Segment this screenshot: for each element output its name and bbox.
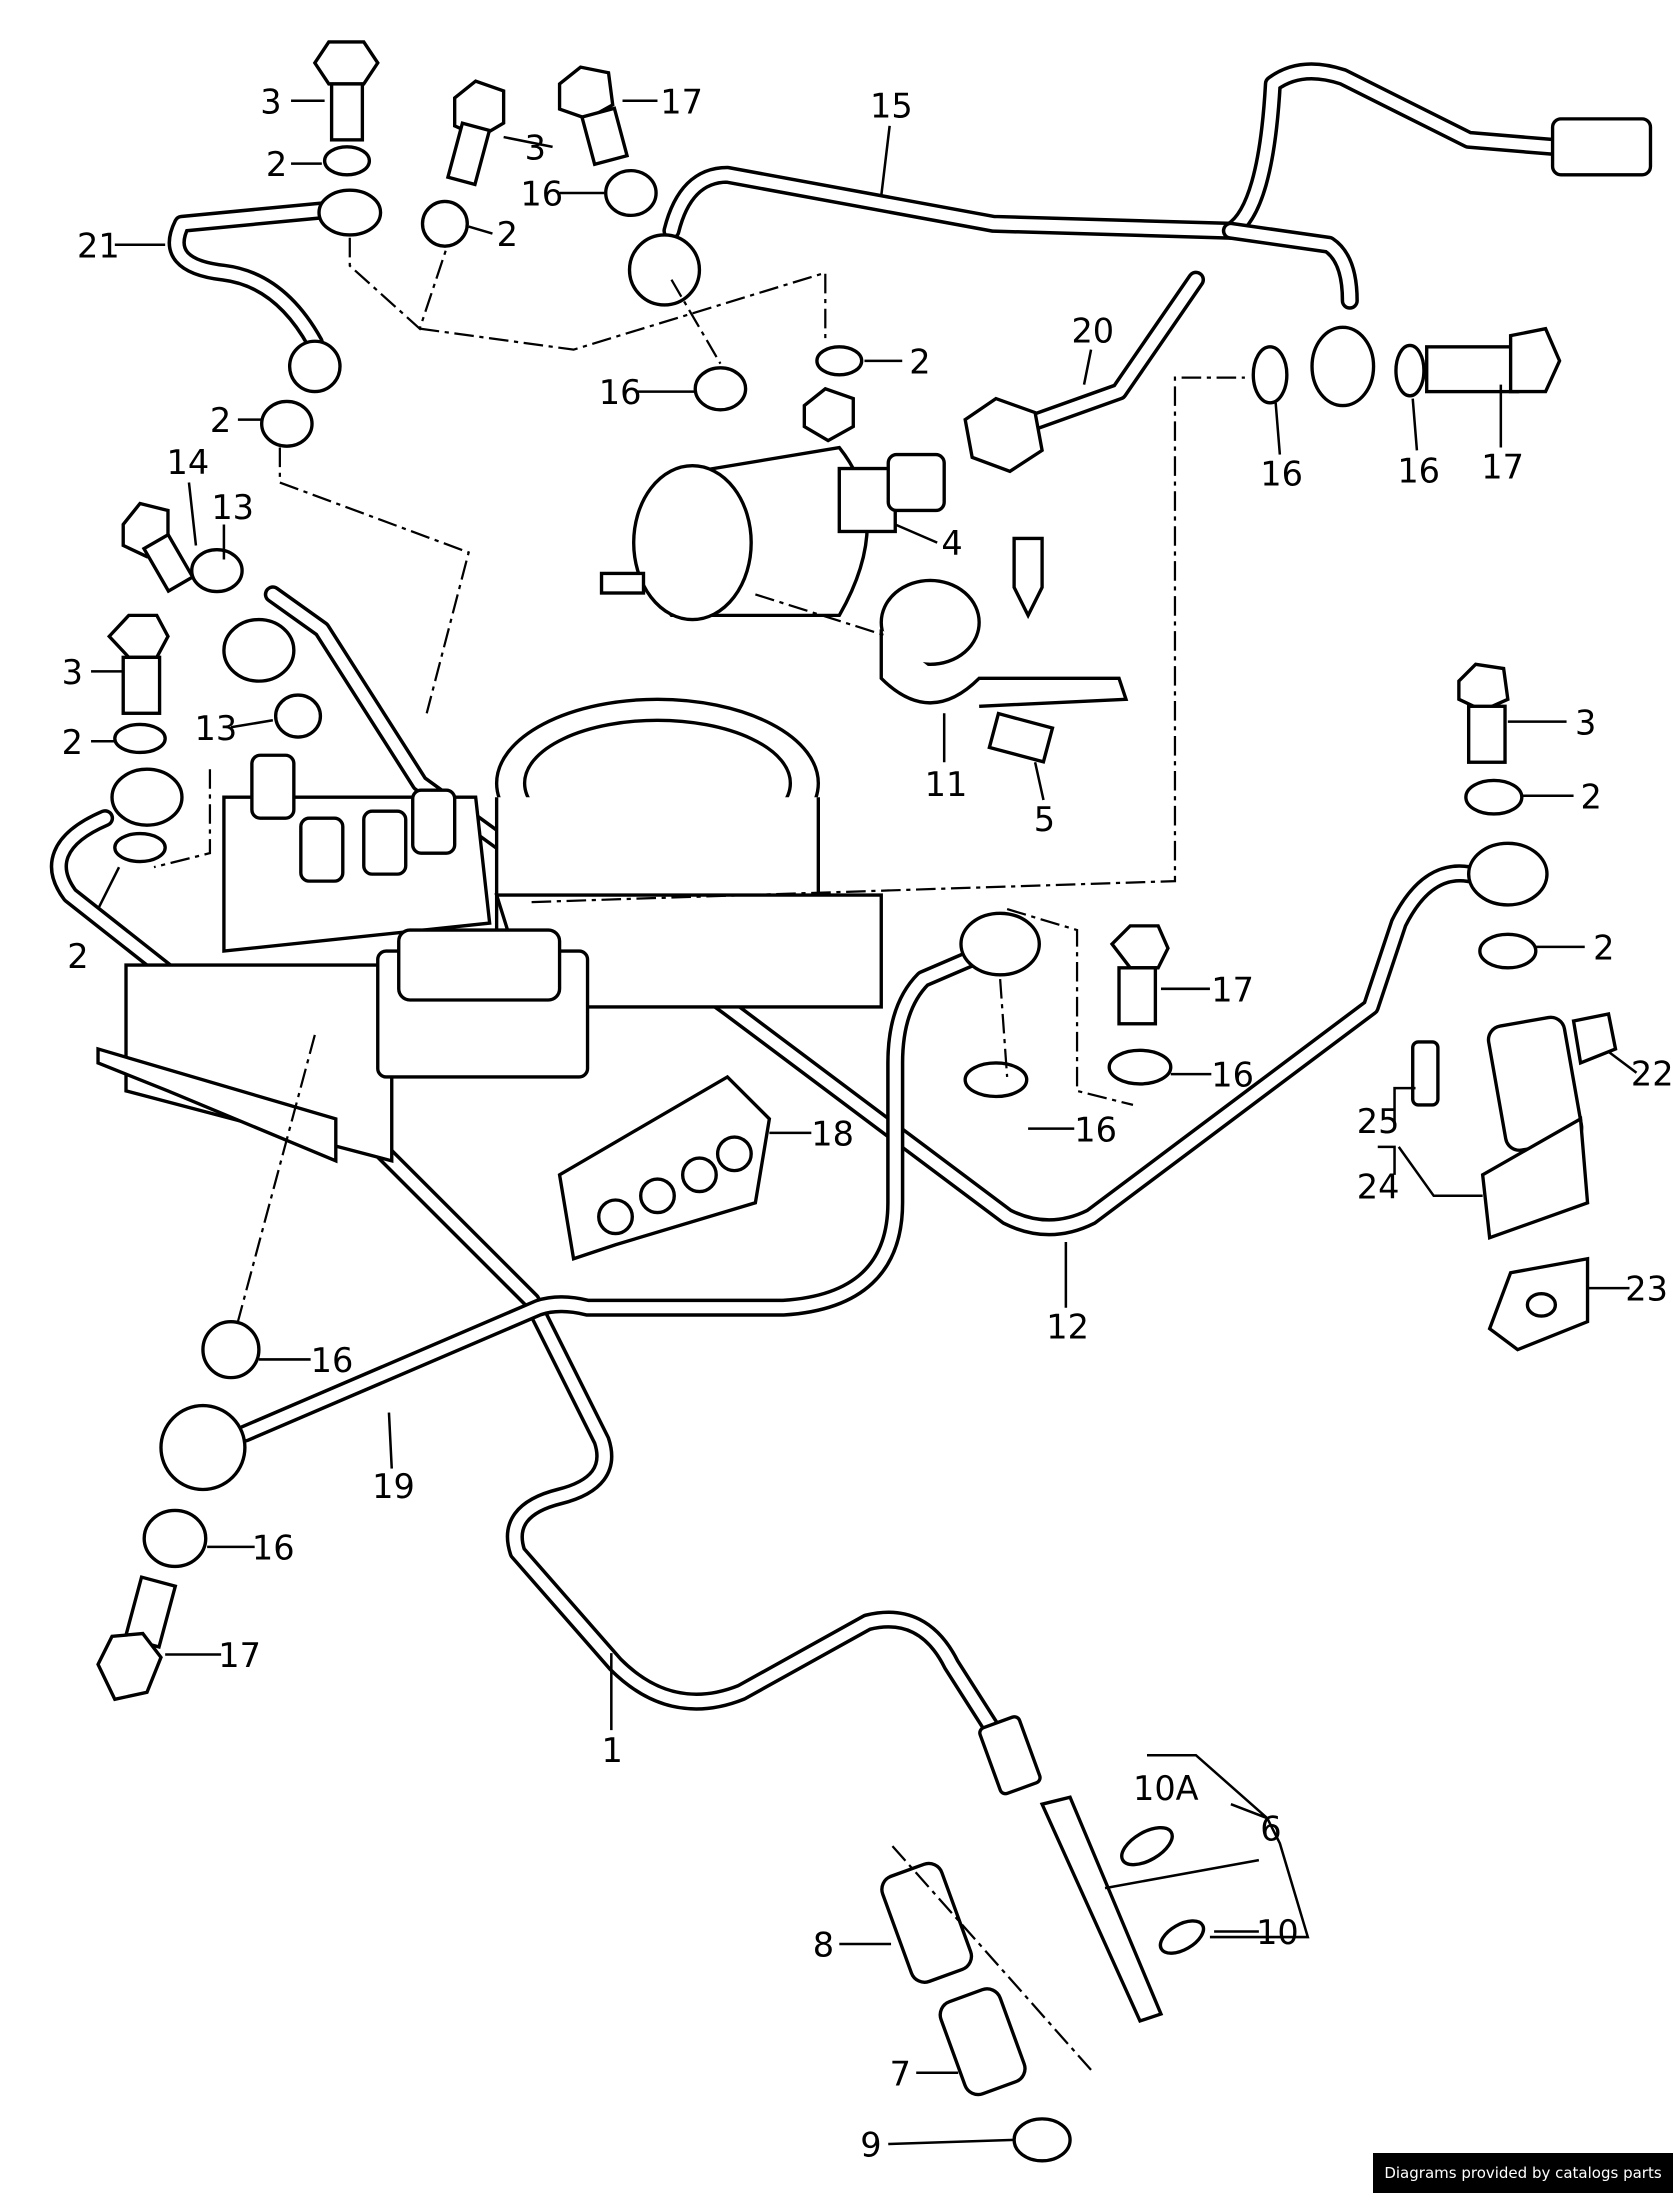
callout-13: 13: [211, 488, 254, 527]
callout-16: 16: [1397, 452, 1440, 491]
callout-3: 3: [62, 653, 83, 692]
callout-2: 2: [909, 342, 930, 381]
fuel-hose-21: [167, 200, 338, 352]
callout-20: 20: [1071, 312, 1114, 351]
callout-3: 3: [525, 128, 546, 167]
callout-3: 3: [260, 82, 281, 121]
callout-8: 8: [813, 1926, 834, 1965]
callout-22: 22: [1631, 1054, 1673, 1093]
callout-labels: 3 2 21 3 2 17 16 15 16 2 20 2 14 13 4 16…: [62, 82, 1673, 2164]
callout-17: 17: [1211, 970, 1254, 1009]
callout-2: 2: [67, 937, 88, 976]
callout-2: 2: [210, 401, 231, 440]
callout-16: 16: [1260, 454, 1303, 493]
callout-11: 11: [925, 765, 968, 804]
callout-16: 16: [599, 373, 642, 412]
callout-21: 21: [77, 226, 120, 265]
fuel-filter: [599, 445, 946, 622]
fuel-pipe-19: [235, 948, 982, 1443]
callout-3: 3: [1575, 703, 1596, 742]
callout-10a: 10A: [1133, 1769, 1199, 1808]
callout-17: 17: [660, 82, 703, 121]
fuel-pipe-1: [49, 809, 1010, 1751]
callout-2: 2: [62, 723, 83, 762]
callout-2: 2: [497, 215, 518, 254]
callout-6: 6: [1260, 1810, 1281, 1849]
callout-19: 19: [372, 1467, 415, 1506]
throttle-body: [494, 697, 883, 1009]
fuel-pipe-12: [263, 585, 1478, 1237]
callout-5: 5: [1034, 800, 1055, 839]
line-bracket: [557, 1074, 772, 1261]
clamp: [879, 536, 1129, 764]
callout-17: 17: [218, 1636, 261, 1675]
callout-23: 23: [1625, 1270, 1668, 1309]
callout-2: 2: [266, 145, 287, 184]
callout-14: 14: [167, 443, 210, 482]
callout-18: 18: [811, 1114, 854, 1153]
callout-7: 7: [890, 2054, 911, 2093]
callout-16: 16: [1074, 1110, 1117, 1149]
fuel-distributor: [96, 753, 590, 1164]
callout-9: 9: [860, 2126, 881, 2165]
callout-2: 2: [1581, 777, 1602, 816]
callout-16: 16: [252, 1528, 295, 1567]
callout-16: 16: [311, 1341, 354, 1380]
callout-24: 24: [1357, 1168, 1400, 1207]
callout-13: 13: [195, 709, 238, 748]
credit-text: Diagrams provided by catalogs parts: [1384, 2164, 1662, 2182]
hardware: [96, 40, 1562, 1702]
callout-17: 17: [1481, 447, 1524, 486]
callout-25: 25: [1357, 1102, 1400, 1141]
fuel-pipe-20: [963, 270, 1206, 474]
diagram-credit: Diagrams provided by catalogs parts: [1373, 2153, 1673, 2193]
alignment-lines: [153, 237, 1245, 2071]
callout-10: 10: [1256, 1913, 1299, 1952]
callout-15: 15: [870, 86, 913, 125]
callout-1: 1: [602, 1731, 623, 1770]
leader-lines: [91, 99, 1638, 2146]
callout-12: 12: [1046, 1307, 1089, 1346]
injector-assembly: [880, 1715, 1206, 2163]
callout-16: 16: [520, 175, 563, 214]
sensor: [1411, 1012, 1618, 1352]
callout-16: 16: [1211, 1056, 1254, 1095]
callout-2: 2: [1593, 928, 1614, 967]
fuel-hose-15: [662, 62, 1653, 310]
callout-4: 4: [941, 524, 962, 563]
